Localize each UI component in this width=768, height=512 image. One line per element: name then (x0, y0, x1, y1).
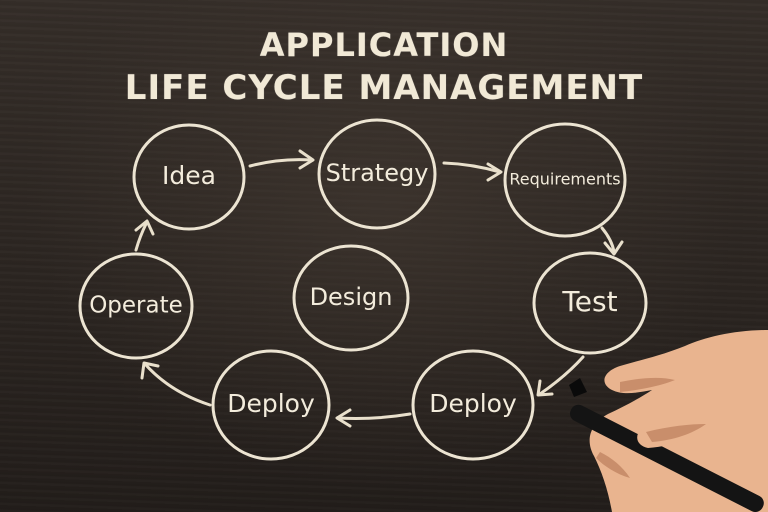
node-design: Design (292, 244, 410, 352)
node-design-label: Design (310, 283, 393, 311)
node-test-label: Test (561, 285, 617, 318)
node-deploy-left: Deploy (211, 349, 331, 461)
arrow-strategy-to-requirements (442, 161, 503, 182)
hand-holding-marker-icon (569, 330, 768, 512)
node-requirements: Requirements (503, 122, 627, 238)
node-deploy-right-label: Deploy (429, 389, 517, 418)
node-operate: Operate (78, 252, 194, 360)
node-deploy-left-label: Deploy (227, 389, 315, 418)
title-line-2: LIFE CYCLE MANAGEMENT (124, 68, 644, 108)
title-line-1: APPLICATION (259, 26, 509, 64)
node-idea: Idea (132, 123, 246, 231)
node-requirements-label: Requirements (509, 170, 620, 189)
arrow-deploy-right-to-deploy-left (335, 408, 412, 428)
arrow-deploy-left-to-operate (140, 361, 212, 407)
arrow-operate-to-idea (134, 219, 155, 252)
node-operate-label: Operate (89, 293, 183, 319)
node-test: Test (532, 251, 648, 355)
arrow-requirements-to-test (600, 226, 624, 256)
node-idea-label: Idea (162, 161, 216, 190)
arrow-test-to-deploy-right (536, 355, 585, 397)
node-strategy-label: Strategy (326, 159, 429, 187)
node-strategy: Strategy (317, 118, 437, 230)
node-deploy-right: Deploy (411, 349, 535, 461)
arrow-idea-to-strategy (248, 149, 315, 170)
